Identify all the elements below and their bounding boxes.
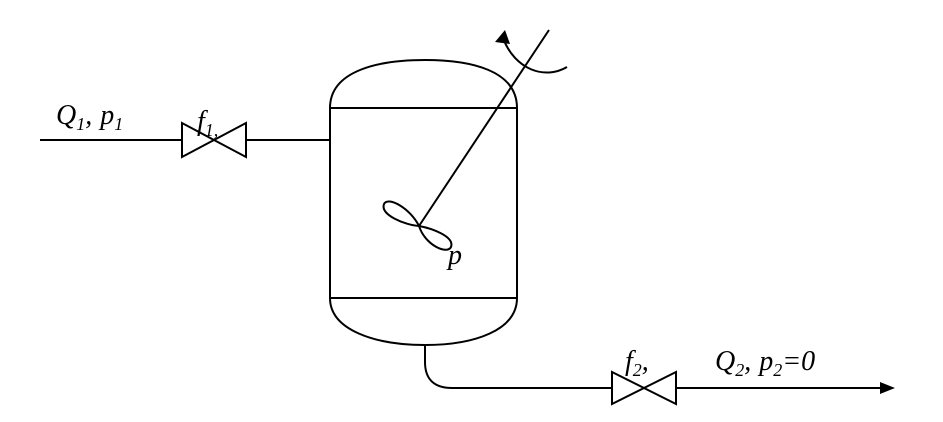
- outlet-arrow-icon: [880, 382, 895, 394]
- valve-2-label: f2,: [625, 346, 649, 380]
- valve-1-label: f1,: [197, 106, 218, 140]
- rotation-arrow-icon: [495, 30, 568, 74]
- outlet-label: Q2,p2=0: [715, 346, 815, 380]
- outlet-pipe: [424, 345, 612, 389]
- valve-2-icon: [611, 370, 677, 406]
- vessel-pressure-label: p: [446, 240, 462, 271]
- valve-1-icon: [181, 121, 247, 159]
- inlet-label: Q1,p1: [56, 100, 123, 134]
- impeller-icon: [382, 200, 453, 251]
- vessel: [329, 58, 518, 347]
- agitator-shaft: [418, 29, 550, 227]
